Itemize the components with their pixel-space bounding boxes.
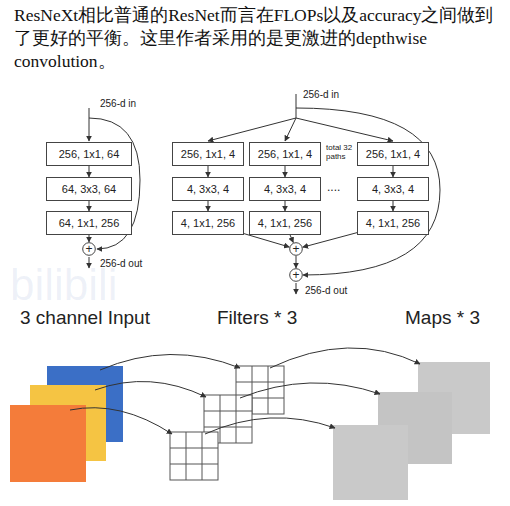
conv-box: 256, 1x1, 4 bbox=[357, 142, 429, 166]
node-text: + bbox=[292, 243, 299, 255]
node-text: + bbox=[292, 269, 299, 281]
node-text: 4, 1x1, 256 bbox=[366, 217, 420, 229]
connector bbox=[89, 235, 90, 242]
title-text: ResNeXt相比普通的ResNet而言在FLOPs以及accuracy之间做到… bbox=[14, 4, 506, 73]
connector bbox=[393, 166, 394, 177]
annotation: Maps * 3 bbox=[405, 307, 480, 329]
node-text: 64, 3x3, 64 bbox=[62, 183, 116, 195]
connector bbox=[89, 166, 90, 177]
annotation: 256-d in bbox=[303, 89, 339, 100]
watermark: bilibili bbox=[10, 260, 118, 310]
connector bbox=[393, 201, 394, 211]
node-text: 256, 1x1, 4 bbox=[366, 148, 420, 160]
annotation: .... bbox=[327, 180, 340, 194]
annotation: 256-d in bbox=[100, 98, 136, 109]
connector bbox=[290, 235, 293, 243]
connector bbox=[303, 233, 357, 248]
sum-circle: + bbox=[82, 242, 96, 256]
conv-box: 64, 3x3, 64 bbox=[46, 177, 132, 201]
conv-box: 4, 3x3, 4 bbox=[172, 177, 244, 201]
conv-box: 256, 1x1, 4 bbox=[172, 142, 244, 166]
connector bbox=[285, 166, 286, 177]
node-text: 4, 3x3, 4 bbox=[187, 183, 229, 195]
node-text: 4, 3x3, 4 bbox=[264, 183, 306, 195]
conv-box: 256, 1x1, 64 bbox=[46, 142, 132, 166]
connector bbox=[208, 201, 209, 211]
connector bbox=[244, 234, 289, 247]
conv-box: 4, 1x1, 256 bbox=[357, 211, 429, 235]
node-text: 256, 1x1, 64 bbox=[59, 148, 120, 160]
node-text: 4, 1x1, 256 bbox=[258, 217, 312, 229]
node-text: 64, 1x1, 256 bbox=[59, 217, 120, 229]
node-text: 256, 1x1, 4 bbox=[181, 148, 235, 160]
conv-box: 4, 3x3, 4 bbox=[249, 177, 321, 201]
node-text: 4, 3x3, 4 bbox=[372, 183, 414, 195]
sum-circle: + bbox=[289, 242, 303, 256]
annotation: 256-d out bbox=[305, 285, 347, 296]
conv-box: 4, 1x1, 256 bbox=[172, 211, 244, 235]
node-text: + bbox=[85, 243, 92, 255]
conv-box: 256, 1x1, 4 bbox=[249, 142, 321, 166]
sum-circle: + bbox=[289, 268, 303, 282]
connector bbox=[89, 201, 90, 211]
conv-box: 4, 1x1, 256 bbox=[249, 211, 321, 235]
node-text: 256, 1x1, 4 bbox=[258, 148, 312, 160]
connector bbox=[285, 201, 286, 211]
node-text: 4, 1x1, 256 bbox=[181, 217, 235, 229]
connector bbox=[296, 256, 297, 268]
annotation: 3 channel Input bbox=[20, 307, 150, 329]
conv-box: 4, 3x3, 4 bbox=[357, 177, 429, 201]
annotation: total 32 paths bbox=[326, 143, 358, 161]
conv-box: 64, 1x1, 256 bbox=[46, 211, 132, 235]
connector bbox=[208, 166, 209, 177]
annotation: Filters * 3 bbox=[217, 307, 297, 329]
